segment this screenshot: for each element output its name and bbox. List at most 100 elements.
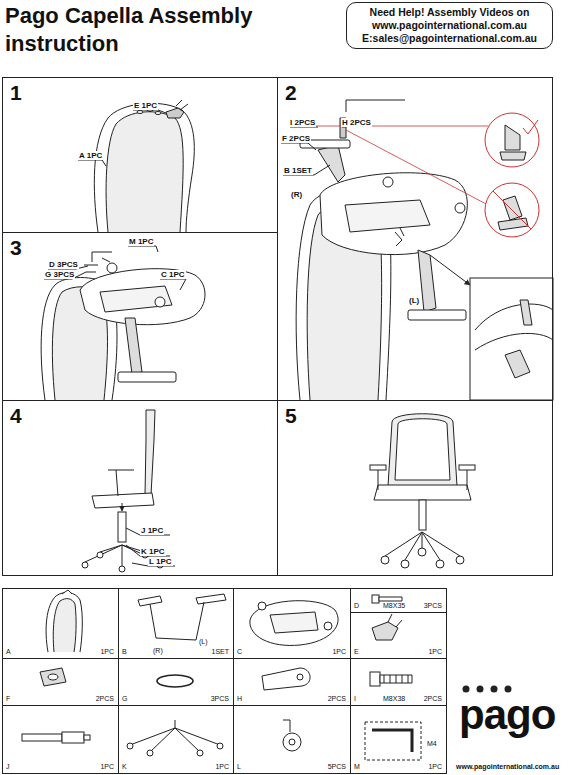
parts-drawings bbox=[379, 597, 402, 601]
parts-drawings bbox=[270, 612, 318, 633]
step5-drawing bbox=[381, 556, 389, 564]
parts-drawings bbox=[138, 594, 226, 640]
step2-drawing bbox=[505, 300, 532, 378]
part-text: K bbox=[122, 763, 127, 771]
step2-drawing bbox=[485, 113, 539, 167]
part-text: D bbox=[354, 602, 359, 610]
callout-label: G 3PCS bbox=[44, 270, 75, 279]
step2-drawing bbox=[430, 255, 470, 285]
step5-drawing bbox=[395, 419, 450, 480]
parts-drawings bbox=[197, 750, 203, 756]
part-text: C bbox=[237, 648, 242, 656]
logo-dots bbox=[505, 686, 512, 693]
step1-drawing bbox=[155, 112, 161, 115]
step1-drawing bbox=[106, 112, 183, 232]
part-text: 3PCS bbox=[424, 602, 442, 610]
step-number: 4 bbox=[10, 405, 22, 427]
part-text: L bbox=[237, 763, 241, 771]
parts-drawings bbox=[289, 739, 295, 745]
parts-cell: F2PCS bbox=[2, 658, 119, 706]
parts-cell: (R)(L)B1SET bbox=[118, 588, 234, 659]
parts-drawings bbox=[147, 750, 153, 756]
part-text: G bbox=[122, 695, 127, 703]
parts-drawings bbox=[62, 732, 84, 743]
parts-drawings bbox=[372, 622, 398, 640]
step-number: 2 bbox=[285, 82, 297, 104]
part-text: 1PC bbox=[332, 648, 346, 656]
sheet-title: Pago Capella Assembly instruction bbox=[5, 2, 255, 58]
step2-drawing bbox=[383, 177, 393, 187]
callout-label: B 1SET bbox=[283, 166, 313, 175]
step-number: 3 bbox=[10, 237, 22, 259]
part-text: M8X38 bbox=[383, 695, 405, 703]
step2-drawing bbox=[418, 250, 436, 312]
step2-drawing bbox=[485, 183, 539, 237]
parts-drawings bbox=[46, 593, 82, 652]
part-text: 1PC bbox=[428, 763, 442, 771]
step3-drawing bbox=[84, 252, 112, 272]
part-text: H bbox=[237, 695, 242, 703]
step5-drawing bbox=[378, 470, 467, 490]
logo-dots bbox=[477, 686, 484, 693]
logo-dots bbox=[463, 686, 512, 693]
parts-drawings bbox=[372, 595, 379, 603]
step1-drawing bbox=[94, 103, 194, 232]
step2-drawing bbox=[500, 125, 526, 160]
step1-drawing bbox=[176, 100, 188, 110]
step5-drawing bbox=[385, 532, 460, 560]
parts-drawings bbox=[53, 599, 76, 652]
part-text: B bbox=[122, 648, 127, 656]
step2-drawing bbox=[408, 310, 466, 320]
step4-drawing bbox=[145, 410, 155, 495]
step4-drawing bbox=[108, 470, 134, 496]
step-number: 1 bbox=[10, 82, 22, 104]
step2-drawing bbox=[493, 191, 531, 229]
parts-drawings bbox=[157, 675, 193, 687]
parts-drawings bbox=[324, 622, 332, 630]
step3-drawing bbox=[100, 286, 172, 312]
step2-drawing bbox=[346, 130, 488, 205]
help-text: Need Help! Assembly Videos on www.pagoin… bbox=[351, 6, 548, 45]
step5-drawing bbox=[370, 465, 386, 470]
logo-dots bbox=[491, 686, 498, 693]
callout-label: K 1PC bbox=[140, 547, 166, 556]
parts-cell: L5PCS bbox=[233, 705, 351, 774]
parts-drawings bbox=[48, 674, 58, 680]
callout-label: A 1PC bbox=[78, 151, 103, 160]
step3-drawing bbox=[107, 263, 117, 273]
help-box: Need Help! Assembly Videos on www.pagoin… bbox=[346, 2, 553, 49]
step4-drawing bbox=[92, 493, 154, 508]
parts-drawings bbox=[262, 668, 310, 690]
parts-drawings bbox=[283, 720, 290, 732]
part-text: M4 bbox=[427, 740, 437, 748]
parts-drawings bbox=[380, 675, 412, 683]
step-panel: 2 bbox=[277, 77, 553, 401]
part-text: M bbox=[354, 763, 360, 771]
parts-drawings bbox=[127, 743, 133, 749]
parts-drawings bbox=[283, 733, 301, 751]
step-panel: 3 bbox=[2, 232, 278, 401]
part-text: A bbox=[6, 648, 11, 656]
step2-drawing bbox=[523, 120, 538, 134]
part-text: 2PCS bbox=[328, 695, 346, 703]
step-number: 5 bbox=[285, 405, 297, 427]
step5-drawing bbox=[374, 485, 471, 500]
parts-drawings bbox=[388, 614, 402, 627]
parts-drawings bbox=[365, 722, 421, 760]
step5-drawing bbox=[388, 414, 457, 486]
step2-drawing bbox=[281, 127, 420, 304]
step2-drawing bbox=[281, 100, 553, 400]
logo-dots bbox=[463, 686, 470, 693]
part-text: I bbox=[354, 695, 356, 703]
part-text: 3PCS bbox=[211, 695, 229, 703]
callout-label: E 1PC bbox=[133, 101, 158, 110]
parts-drawings bbox=[62, 590, 72, 594]
parts-cell: C 1PC bbox=[233, 588, 351, 659]
parts-drawings bbox=[130, 720, 220, 752]
callout-label: L 1PC bbox=[148, 557, 173, 566]
part-text: 2PCS bbox=[424, 695, 442, 703]
parts-drawings bbox=[40, 668, 66, 686]
step3-drawing bbox=[80, 269, 205, 325]
part-text: 1PC bbox=[100, 648, 114, 656]
step3-drawing bbox=[155, 297, 165, 307]
